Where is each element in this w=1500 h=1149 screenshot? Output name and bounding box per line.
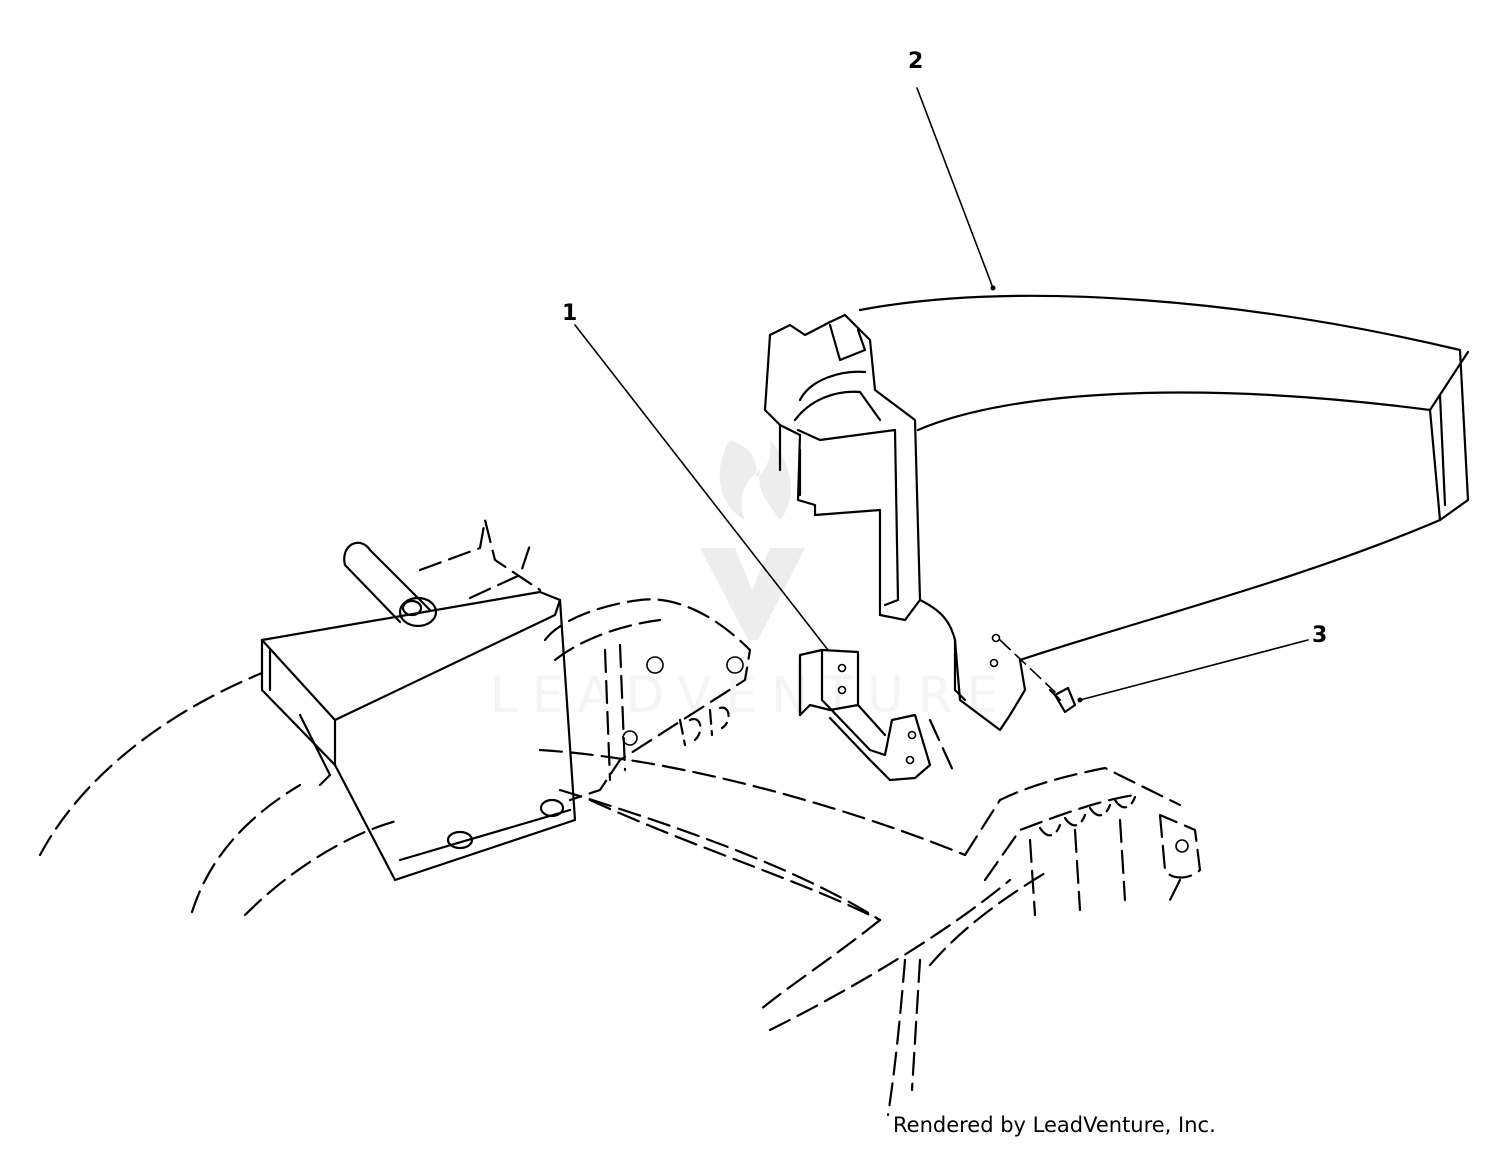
- callout-2: 2: [908, 49, 923, 74]
- leadventure-watermark: LEADVENTURE: [490, 440, 998, 724]
- v-logo-icon: [700, 548, 805, 640]
- leader-dot-3: [1077, 697, 1083, 703]
- leader-dot-2: [990, 285, 996, 291]
- leader-line-3: [1079, 639, 1309, 701]
- screw: [999, 639, 1077, 714]
- render-credit: Rendered by LeadVenture, Inc.: [893, 1113, 1216, 1137]
- flame-logo-icon: [719, 440, 791, 520]
- leader-line-1: [574, 324, 829, 651]
- callout-3: 3: [1312, 623, 1327, 648]
- discharge-chute: [763, 294, 1470, 732]
- mower-deck-housing: [38, 671, 1052, 1117]
- frame-rail: [963, 766, 1202, 917]
- deflector-cover: [260, 518, 577, 882]
- callout-1: 1: [562, 301, 577, 326]
- callout-leaders: [574, 87, 1309, 703]
- leader-line-2: [916, 87, 994, 289]
